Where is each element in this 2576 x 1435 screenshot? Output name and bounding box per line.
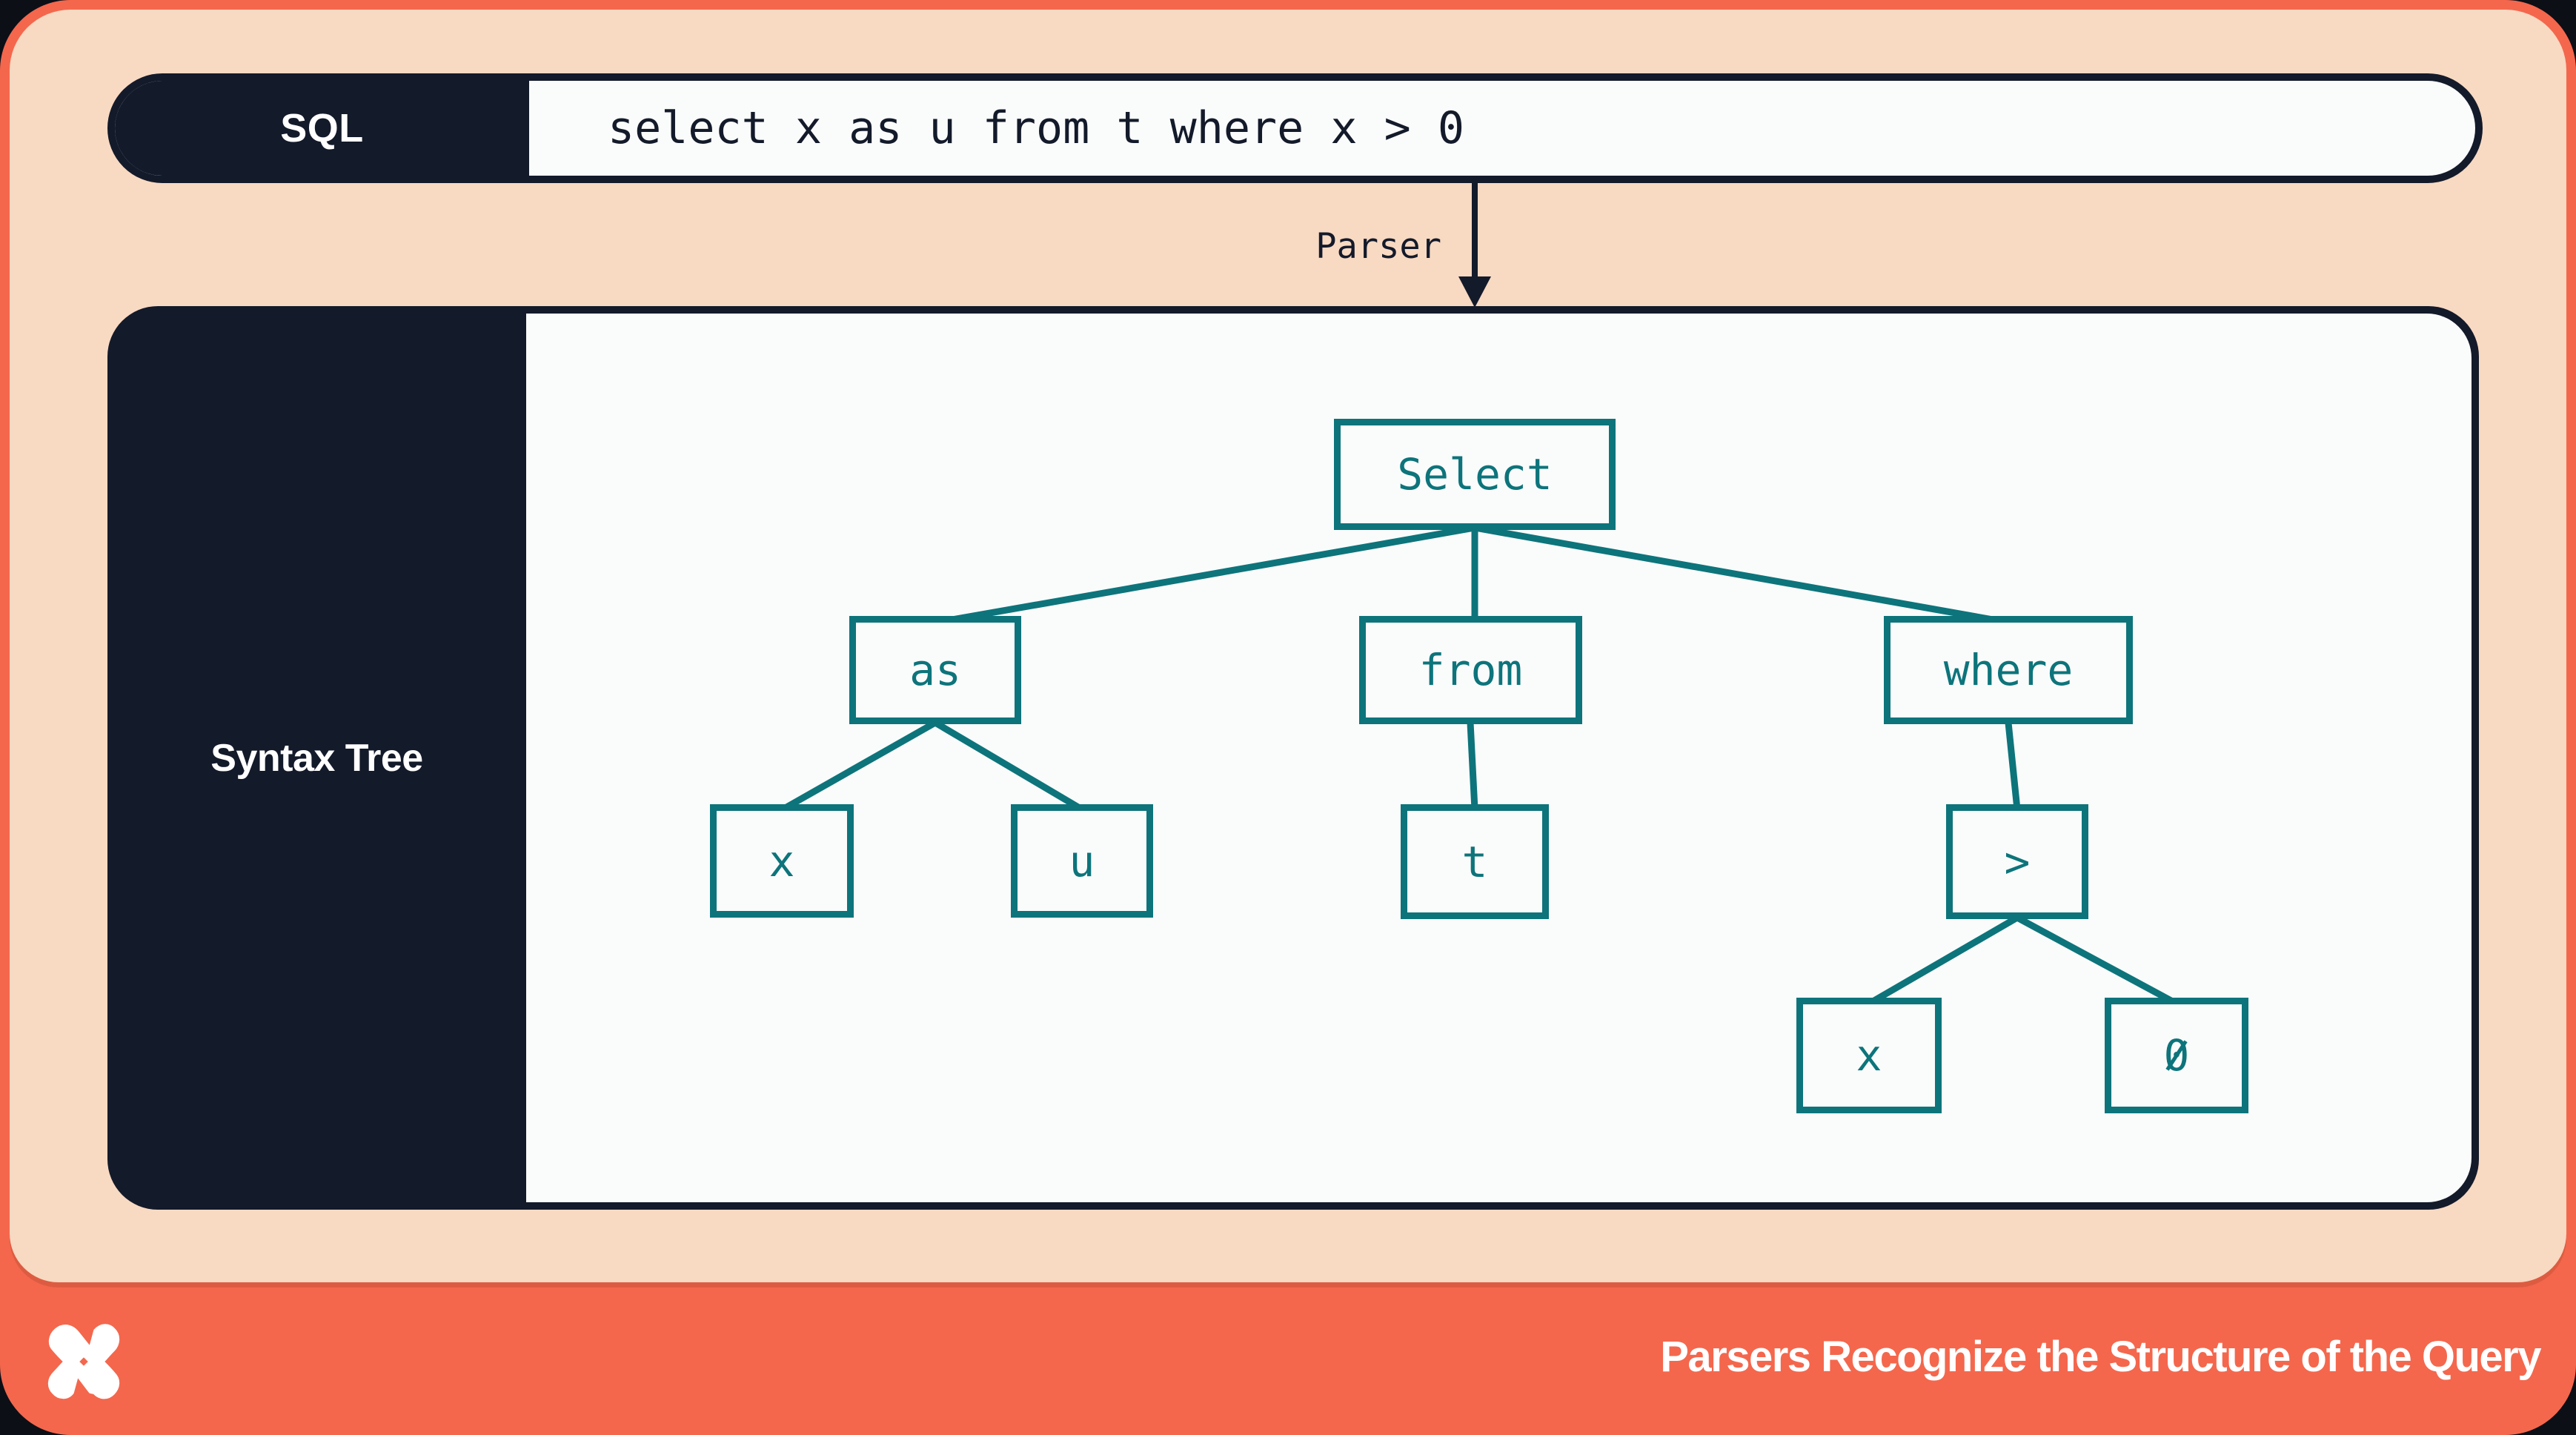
syntax-tree-panel-label: Syntax Tree [210,736,423,780]
tree-node-select: Select [1334,419,1616,530]
zero-glyph: 0 [2164,1030,2190,1081]
four-pointed-star-icon [47,1324,120,1399]
tree-node-x-right: x [1796,998,1942,1113]
footer-caption: Parsers Recognize the Structure of the Q… [1660,1333,2541,1381]
sql-query-text: select x as u from t where x > 0 [608,102,1464,154]
tree-node-as: as [849,616,1021,724]
sql-bar: SQL select x as u from t where x > 0 [107,73,2483,183]
parser-arrow-head-icon [1458,276,1491,308]
tree-node-zero: 0 [2105,998,2248,1113]
parser-arrow-line [1472,183,1478,279]
parser-label: Parser [1315,226,1441,267]
tree-node-t: t [1401,804,1549,919]
tree-node-x-left: x [710,804,854,918]
tree-node-where: where [1884,616,2133,724]
tree-node-u: u [1011,804,1153,918]
tree-node-greater-than: > [1946,804,2088,919]
tree-node-from: from [1359,616,1582,724]
sql-bar-label: SQL [115,81,529,176]
